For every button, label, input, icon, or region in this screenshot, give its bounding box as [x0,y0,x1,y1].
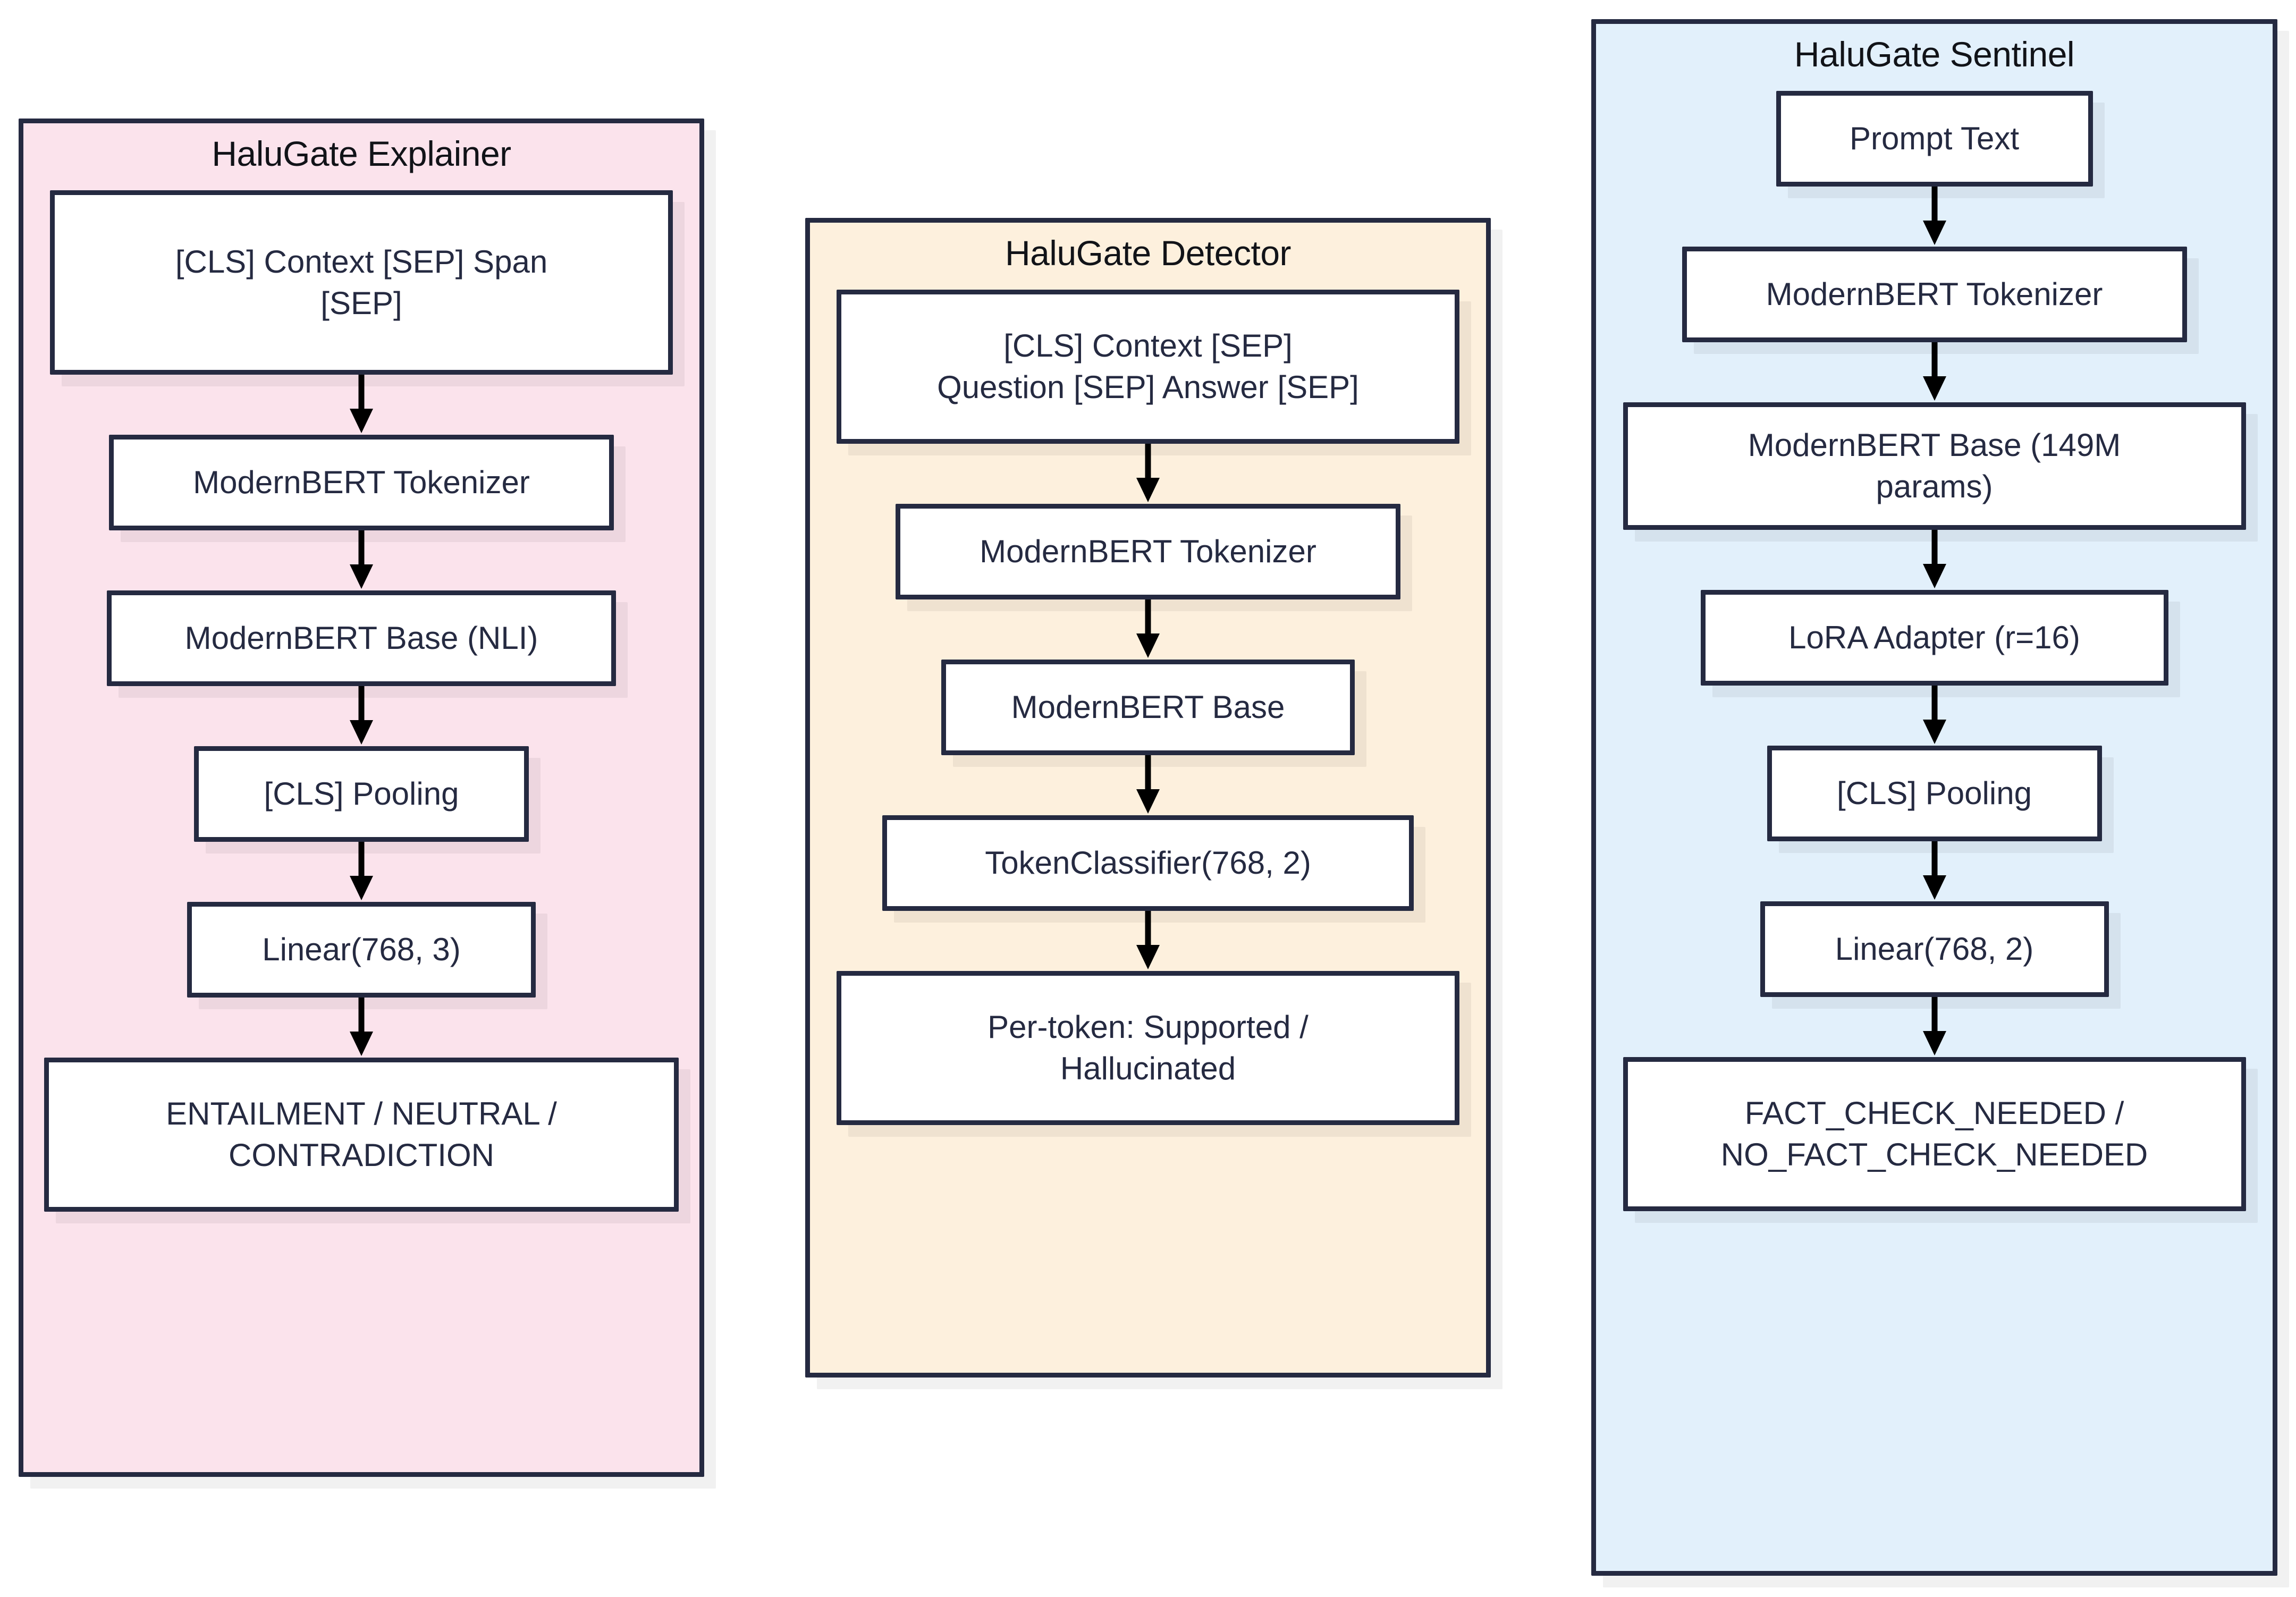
cluster-detector: HaluGate Detector [CLS] Context [SEP] Qu… [805,218,1491,1378]
node-exp-input[interactable]: [CLS] Context [SEP] Span [SEP] [50,190,673,375]
node-sen-pooling[interactable]: [CLS] Pooling [1767,746,2102,841]
flow-sentinel: Prompt Text ModernBERT Tokenizer ModernB… [1623,91,2246,1211]
node-exp-tokenizer[interactable]: ModernBERT Tokenizer [109,435,614,530]
arrow-det-head-to-output [1136,911,1160,969]
flow-explainer: [CLS] Context [SEP] Span [SEP] ModernBER… [44,190,679,1212]
node-exp-output[interactable]: ENTAILMENT / NEUTRAL / CONTRADICTION [44,1058,679,1212]
arrow-sen-lora-to-pooling [1922,686,1946,744]
arrow-exp-pooling-to-linear [350,842,373,900]
arrow-det-tokenizer-to-base [1136,599,1160,658]
node-sen-output[interactable]: FACT_CHECK_NEEDED / NO_FACT_CHECK_NEEDED [1623,1057,2246,1211]
node-det-input[interactable]: [CLS] Context [SEP] Question [SEP] Answe… [837,290,1459,444]
arrow-exp-tokenizer-to-base [350,530,373,589]
arrow-exp-input-to-tokenizer [350,375,373,433]
arrow-sen-linear-to-output [1922,997,1946,1055]
arrow-sen-tokenizer-to-base [1922,342,1946,401]
cluster-title-explainer: HaluGate Explainer [212,134,511,173]
arrow-det-input-to-tokenizer [1136,444,1160,502]
node-sen-lora[interactable]: LoRA Adapter (r=16) [1700,590,2168,686]
arrow-det-base-to-head [1136,755,1160,814]
arrow-sen-base-to-lora [1922,530,1946,588]
cluster-title-detector: HaluGate Detector [1004,233,1292,273]
node-det-base[interactable]: ModernBERT Base [941,660,1355,755]
node-exp-pooling[interactable]: [CLS] Pooling [194,746,529,842]
node-sen-prompt[interactable]: Prompt Text [1776,91,2093,187]
node-det-output[interactable]: Per-token: Supported / Hallucinated [837,971,1459,1125]
arrow-exp-base-to-pooling [350,686,373,745]
node-exp-linear[interactable]: Linear(768, 3) [187,902,536,998]
node-det-tokenizer[interactable]: ModernBERT Tokenizer [896,504,1400,599]
arrow-exp-linear-to-output [350,998,373,1056]
node-exp-base[interactable]: ModernBERT Base (NLI) [107,590,616,686]
node-sen-tokenizer[interactable]: ModernBERT Tokenizer [1682,247,2187,342]
node-det-head[interactable]: TokenClassifier(768, 2) [882,815,1414,911]
cluster-explainer: HaluGate Explainer [CLS] Context [SEP] S… [19,119,704,1477]
arrow-sen-prompt-to-tokenizer [1922,187,1946,245]
arrow-sen-pooling-to-linear [1922,841,1946,900]
cluster-title-sentinel: HaluGate Sentinel [1794,35,2075,74]
node-sen-linear[interactable]: Linear(768, 2) [1760,901,2109,997]
node-sen-base[interactable]: ModernBERT Base (149M params) [1623,402,2246,530]
cluster-sentinel: HaluGate Sentinel Prompt Text ModernBERT… [1591,19,2277,1576]
flow-detector: [CLS] Context [SEP] Question [SEP] Answe… [837,290,1459,1125]
